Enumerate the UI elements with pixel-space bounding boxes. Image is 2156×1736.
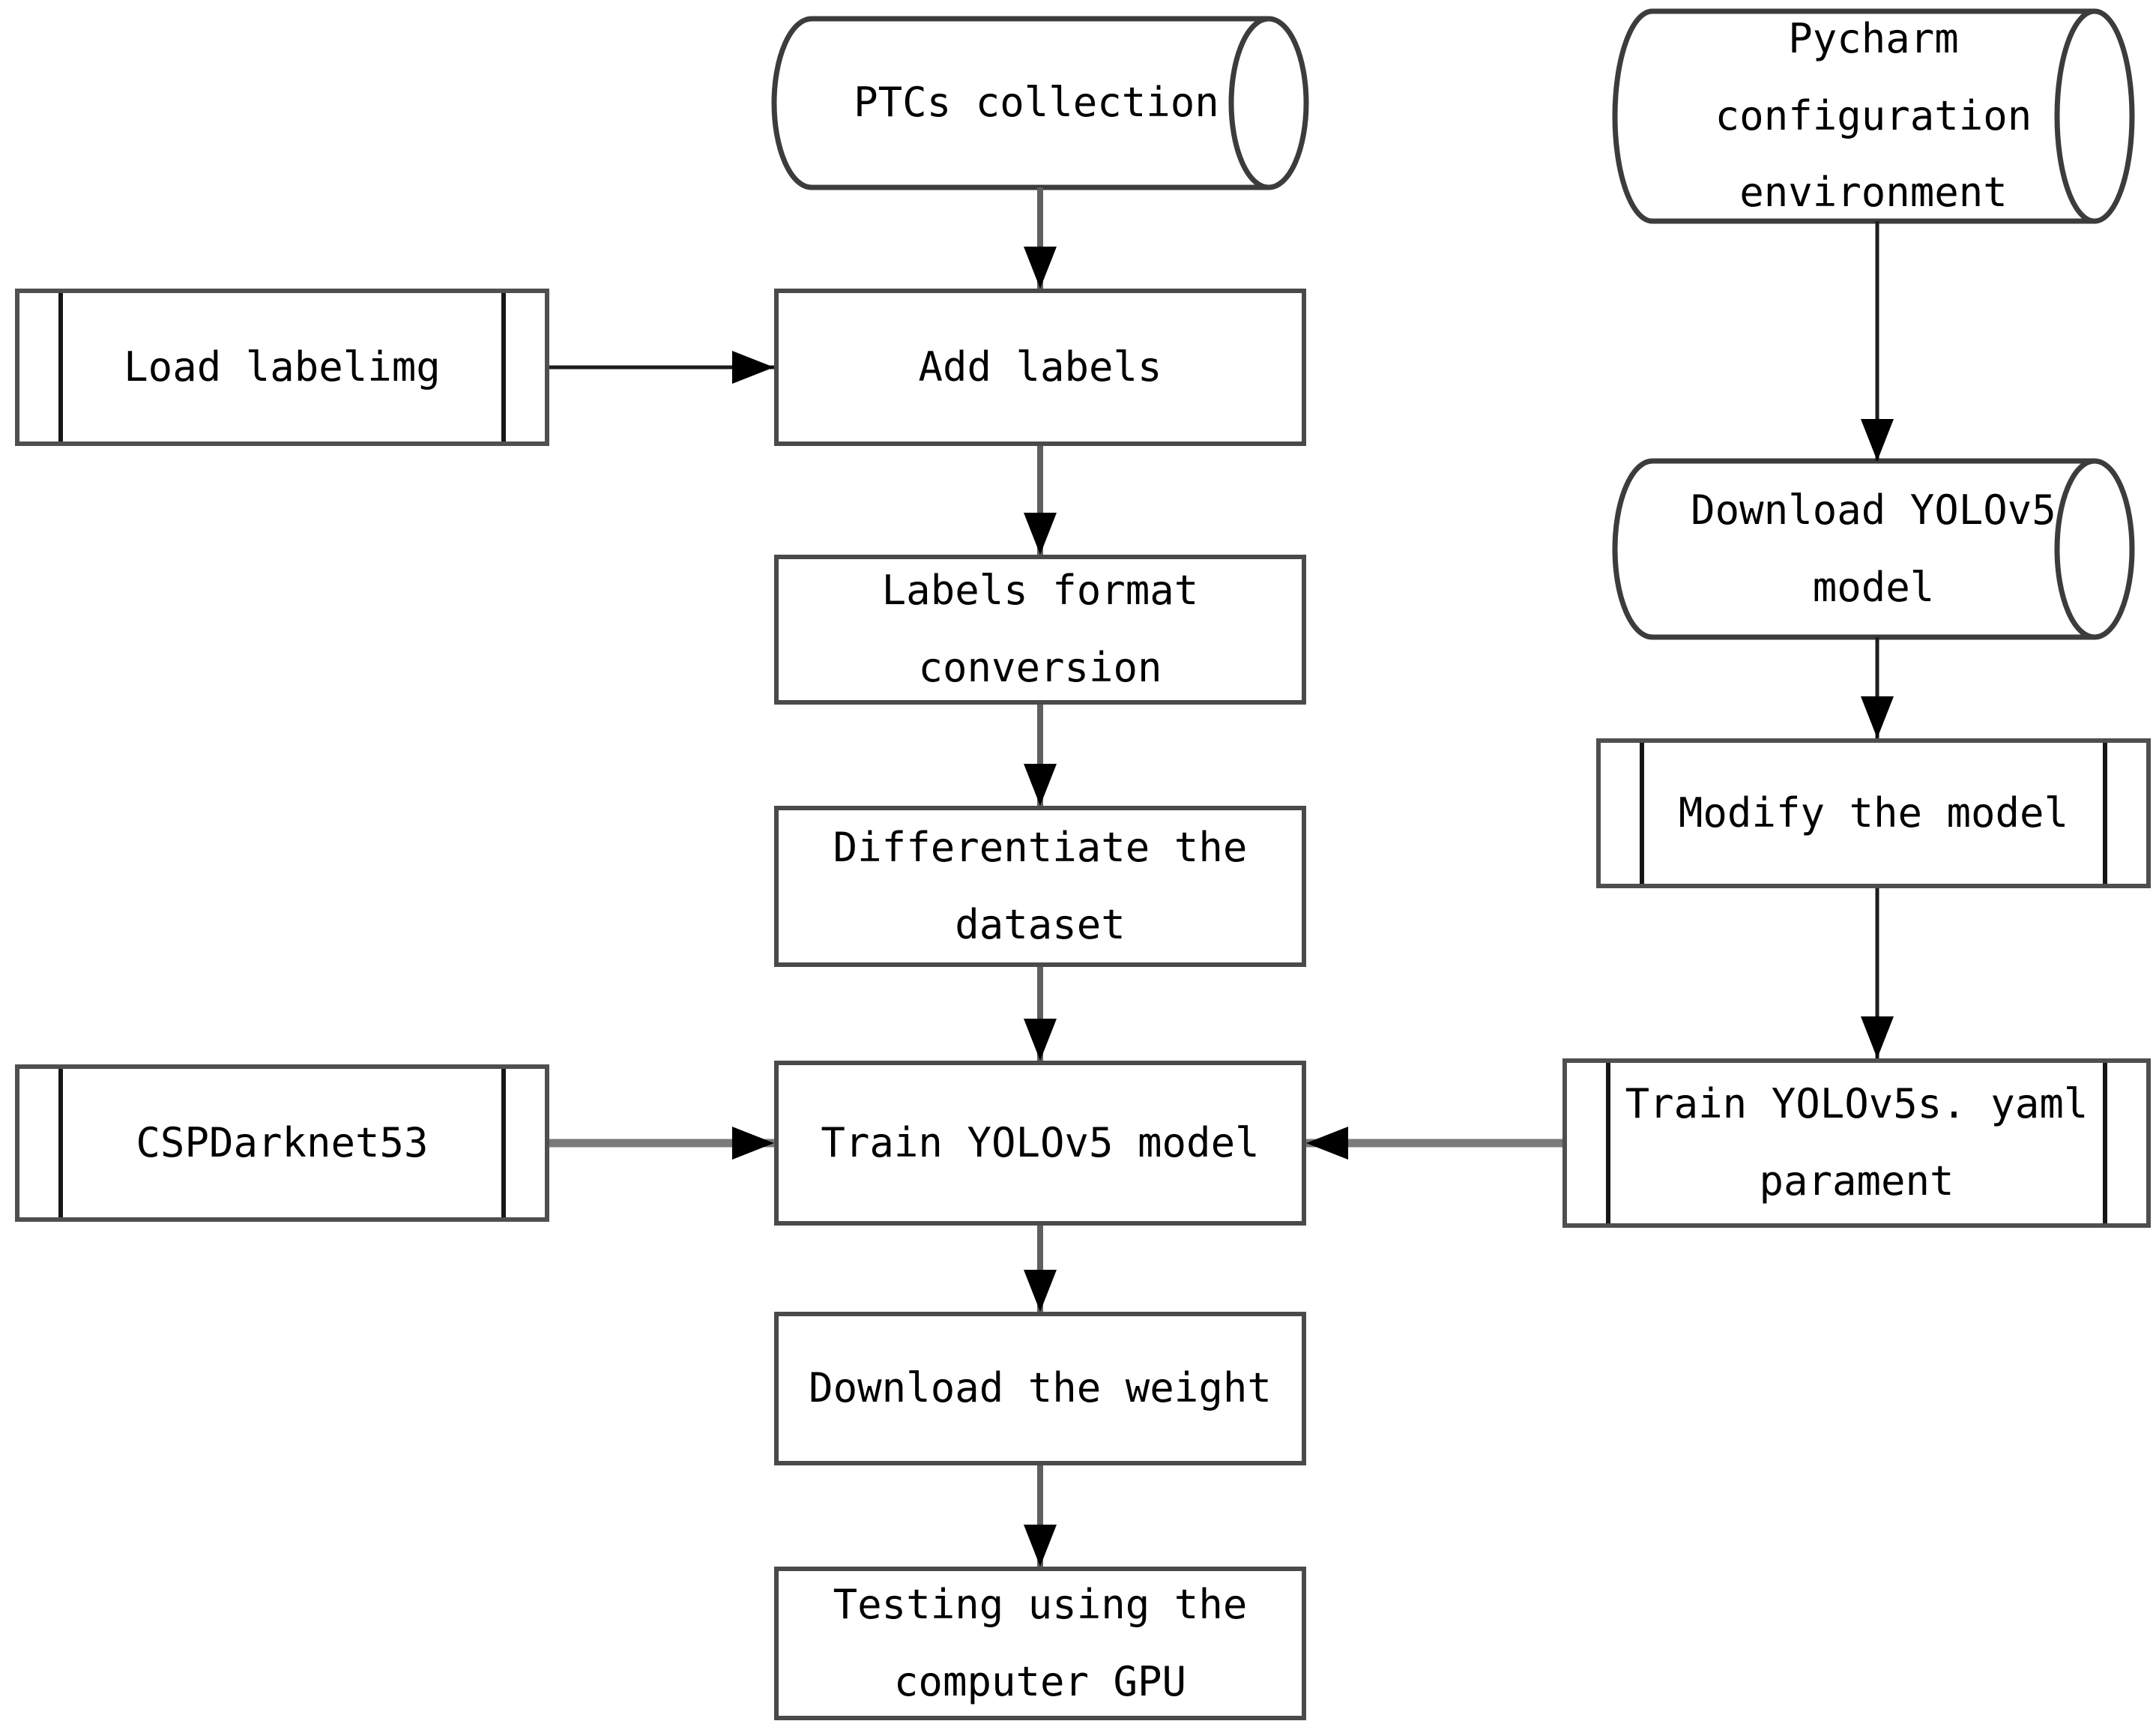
node-pycharm-environment: Pycharm configuration environment — [1660, 11, 2087, 221]
predef-bar-left — [1606, 1063, 1610, 1223]
node-labels-format-conversion-label: Labels format conversion — [881, 567, 1199, 691]
node-load-labelimg-label: Load labelimg — [124, 343, 441, 391]
node-cspdarknet53: CSPDarknet53 — [15, 1064, 549, 1222]
node-pycharm-environment-label: Pycharm configuration environment — [1715, 15, 2032, 217]
node-download-weight: Download the weight — [774, 1312, 1306, 1465]
node-modify-model: Modify the model — [1596, 738, 2151, 888]
predef-bar-right — [501, 1069, 506, 1217]
node-load-labelimg: Load labelimg — [15, 289, 549, 446]
predef-bar-left — [1640, 743, 1644, 884]
node-add-labels: Add labels — [774, 289, 1306, 446]
node-train-yaml-parament-label: Train YOLOv5s. yaml parament — [1625, 1080, 2089, 1205]
cylinder-ptcs-collection-cap — [1228, 16, 1269, 190]
node-differentiate-dataset-label: Differentiate the dataset — [833, 823, 1248, 948]
predef-bar-right — [2103, 743, 2107, 884]
predef-bar-left — [58, 1069, 63, 1217]
node-download-yolov5: Download YOLOv5 model — [1660, 461, 2087, 637]
predef-bar-right — [501, 293, 506, 441]
cylinder-download-yolov5-cap — [2054, 458, 2095, 640]
node-add-labels-label: Add labels — [918, 343, 1162, 391]
predef-bar-right — [2103, 1063, 2107, 1223]
node-testing-gpu: Testing using the computer GPU — [774, 1567, 1306, 1720]
node-modify-model-label: Modify the model — [1678, 789, 2069, 837]
node-cspdarknet53-label: CSPDarknet53 — [136, 1118, 429, 1166]
node-train-yolov5-model-label: Train YOLOv5 model — [821, 1118, 1260, 1166]
node-ptcs-collection: PTCs collection — [819, 19, 1254, 187]
node-train-yaml-parament: Train YOLOv5s. yaml parament — [1562, 1058, 2151, 1228]
node-download-yolov5-label: Download YOLOv5 model — [1691, 486, 2056, 611]
node-download-weight-label: Download the weight — [809, 1364, 1272, 1412]
node-train-yolov5-model: Train YOLOv5 model — [774, 1061, 1306, 1226]
cylinder-pycharm-environment-cap — [2054, 8, 2095, 224]
node-labels-format-conversion: Labels format conversion — [774, 555, 1306, 705]
node-differentiate-dataset: Differentiate the dataset — [774, 806, 1306, 967]
node-ptcs-collection-label: PTCs collection — [854, 79, 1219, 127]
node-testing-gpu-label: Testing using the computer GPU — [833, 1580, 1248, 1705]
predef-bar-left — [58, 293, 63, 441]
